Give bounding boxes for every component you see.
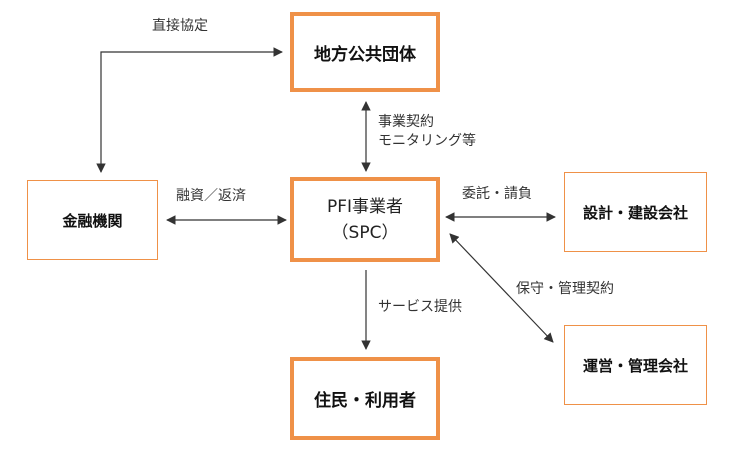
- operation-management-company-label: 運営・管理会社: [582, 356, 688, 375]
- financing-label: 融資／返済: [176, 188, 246, 204]
- maintenance-contract-label: 保守・管理契約: [516, 281, 614, 297]
- service-label: サービス提供: [378, 299, 462, 315]
- residents-users-label: 住民・利用者: [314, 391, 416, 411]
- financial-institution-box: 金融機関: [27, 180, 158, 260]
- business-contract-line2: モニタリング等: [378, 133, 476, 149]
- business-contract-line1: 事業契約: [378, 114, 434, 130]
- operation-management-company-box: 運営・管理会社: [564, 325, 707, 405]
- direct-agreement-label: 直接協定: [152, 18, 208, 34]
- local-government-label: 地方公共団体: [314, 44, 416, 65]
- design-build-company-label: 設計・建設会社: [582, 203, 688, 222]
- maintenance-contract-arrow: [449, 233, 554, 343]
- residents-users-box: 住民・利用者: [290, 357, 440, 440]
- pfi-operator-sublabel: （SPC）: [331, 222, 399, 243]
- design-build-company-box: 設計・建設会社: [564, 172, 707, 252]
- pfi-operator-label: PFI事業者: [326, 196, 404, 217]
- financial-institution-label: 金融機関: [62, 211, 123, 230]
- business-contract-label: 事業契約 モニタリング等: [378, 113, 476, 151]
- consignment-label: 委託・請負: [462, 186, 532, 202]
- local-government-box: 地方公共団体: [290, 12, 440, 92]
- direct-agreement-arrow: [96, 47, 283, 173]
- pfi-operator-box: PFI事業者 （SPC）: [290, 177, 440, 262]
